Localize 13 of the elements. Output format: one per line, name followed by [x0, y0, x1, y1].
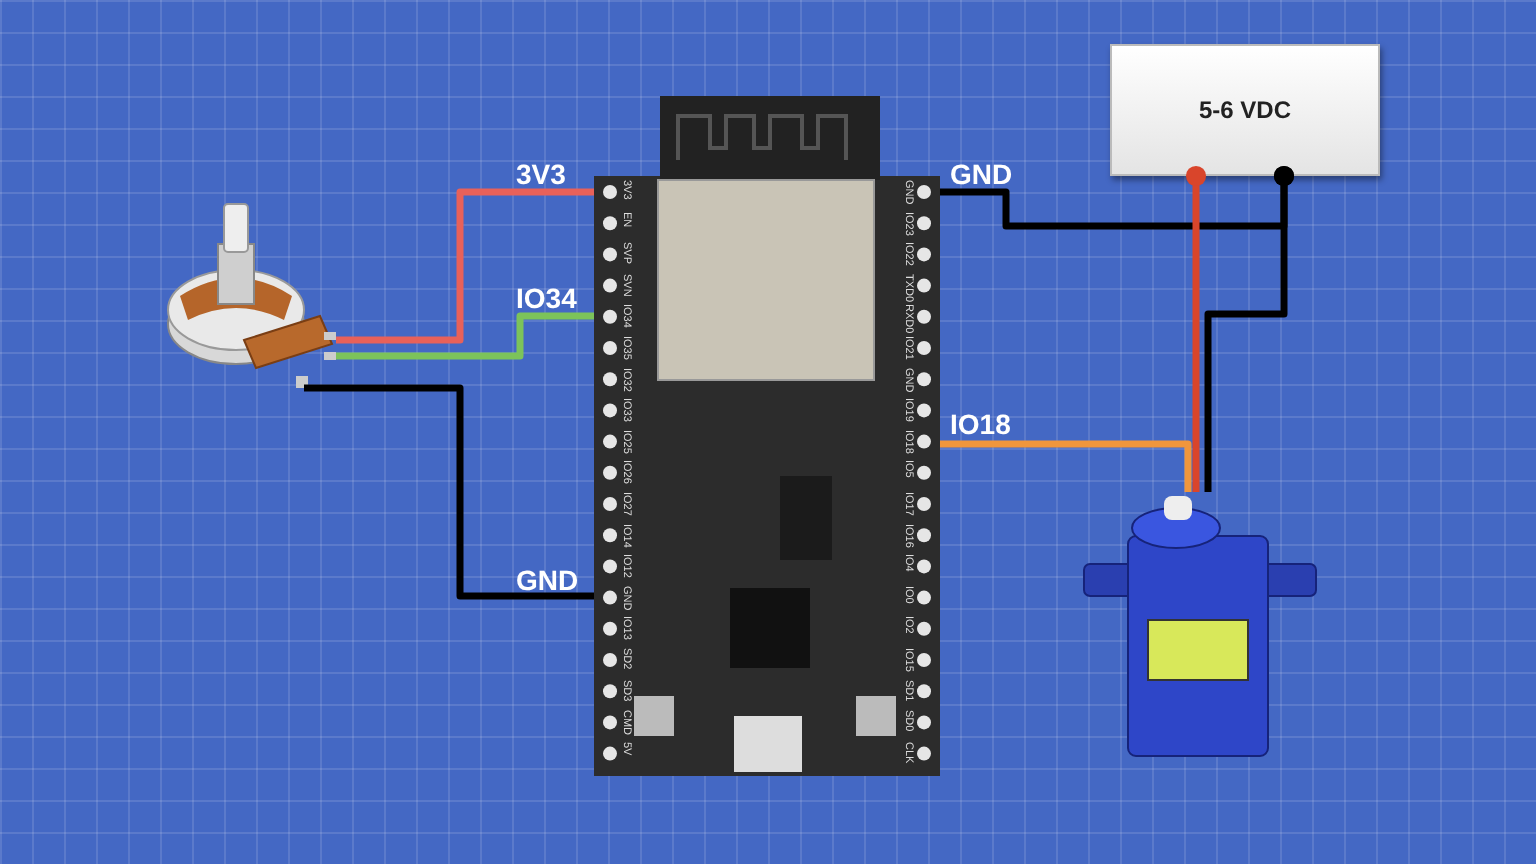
pin-label: GND [516, 564, 579, 596]
wire [336, 188, 594, 344]
pin-label: 3V3 [516, 158, 566, 190]
wire [1204, 165, 1295, 492]
pin-label: IO18 [950, 408, 1011, 440]
wire [304, 384, 594, 600]
pin-label: IO34 [516, 282, 577, 314]
wire [940, 440, 1192, 492]
wire [1185, 165, 1207, 492]
pin-label: GND [950, 158, 1013, 190]
power-supply-box [1110, 44, 1380, 176]
supply-label: 5-6 VDC [1198, 96, 1291, 124]
wire [336, 312, 594, 360]
